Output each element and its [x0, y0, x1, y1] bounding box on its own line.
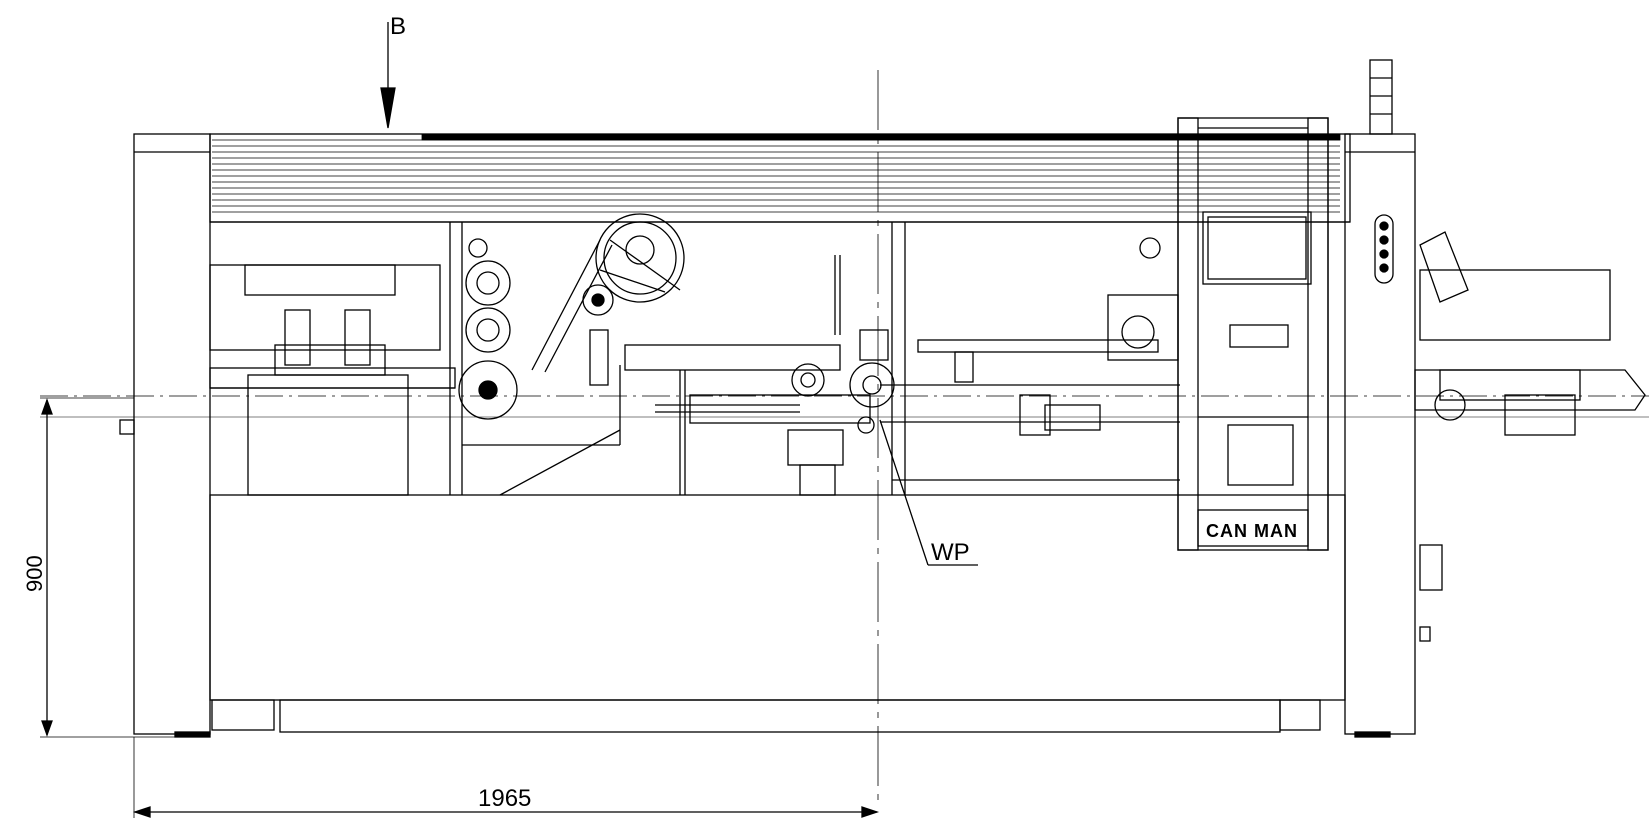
dim-width: [132, 737, 880, 818]
wp-leader: [879, 419, 978, 566]
machine-feet: [174, 699, 1391, 738]
centerlines: [40, 70, 1649, 800]
dim-width-label: 1965: [478, 785, 531, 812]
dim-height-label: 900: [22, 555, 47, 592]
dim-height: [40, 397, 175, 738]
brand-logo-text: CAN MAN: [1206, 521, 1298, 541]
center-motor: [689, 255, 895, 496]
reel-section: [458, 213, 841, 496]
part-label-wp: WP: [931, 539, 970, 566]
right-conveyor: [880, 222, 1180, 495]
control-cabinet: [1177, 117, 1329, 551]
left-module: [119, 222, 463, 496]
side-drive-unit: [1369, 59, 1646, 642]
view-arrow-b: [380, 22, 396, 129]
top-ribbed-cover: [212, 133, 1341, 213]
view-label: B: [390, 13, 406, 40]
machine-frame: [133, 133, 1416, 735]
